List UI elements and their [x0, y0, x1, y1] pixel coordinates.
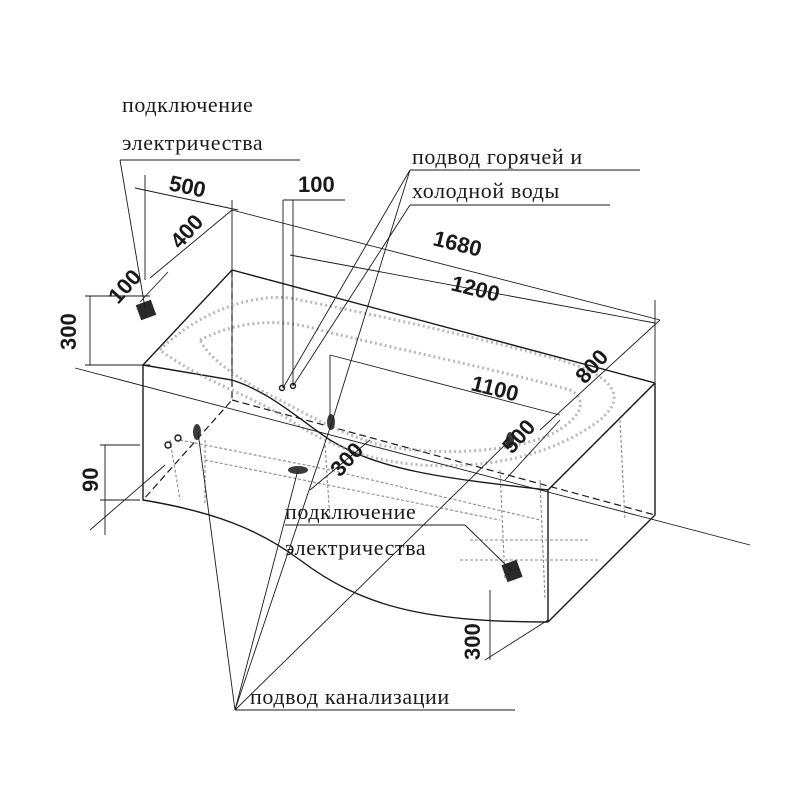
- side-port-2-icon: [174, 434, 182, 442]
- water-inlet-hot-icon: [278, 384, 286, 392]
- inner-basin-ghost: [157, 295, 626, 601]
- electric-box-left-icon: [135, 299, 157, 321]
- dim-1680: 1680: [431, 226, 485, 262]
- dimension-values: 500 100 400 100 300 1680 1200 800 1100 5…: [56, 170, 613, 660]
- dim-1100: 1100: [469, 371, 521, 407]
- water-supply-label-line2: холодной воды: [412, 178, 560, 203]
- dim-100-top: 100: [298, 172, 335, 197]
- dim-400: 400: [165, 209, 208, 253]
- bathtub-outline: [142, 269, 656, 623]
- text-labels: подключение электричества подвод горячей…: [122, 92, 583, 709]
- side-port-1-icon: [164, 441, 172, 449]
- dim-1200: 1200: [449, 271, 503, 307]
- dim-800: 800: [570, 344, 613, 388]
- leader-lines: [119, 159, 640, 711]
- dim-300-bottom: 300: [460, 623, 485, 660]
- electricity-mid-label-line1: подключение: [285, 499, 416, 524]
- electricity-top-label-line1: подключение: [122, 92, 253, 117]
- drain-left-icon: [193, 424, 201, 440]
- electricity-top-label-line2: электричества: [122, 130, 263, 155]
- dim-300-center: 300: [325, 437, 368, 481]
- dim-300-left: 300: [56, 313, 81, 350]
- electricity-mid-label-line2: электричества: [285, 535, 426, 560]
- sewage-label: подвод канализации: [250, 684, 450, 709]
- dimension-lines: [74, 175, 751, 661]
- water-supply-label-line1: подвод горячей и: [412, 144, 583, 169]
- dim-500-right: 500: [497, 414, 540, 458]
- dim-500-top: 500: [167, 170, 208, 202]
- dim-90: 90: [78, 468, 103, 492]
